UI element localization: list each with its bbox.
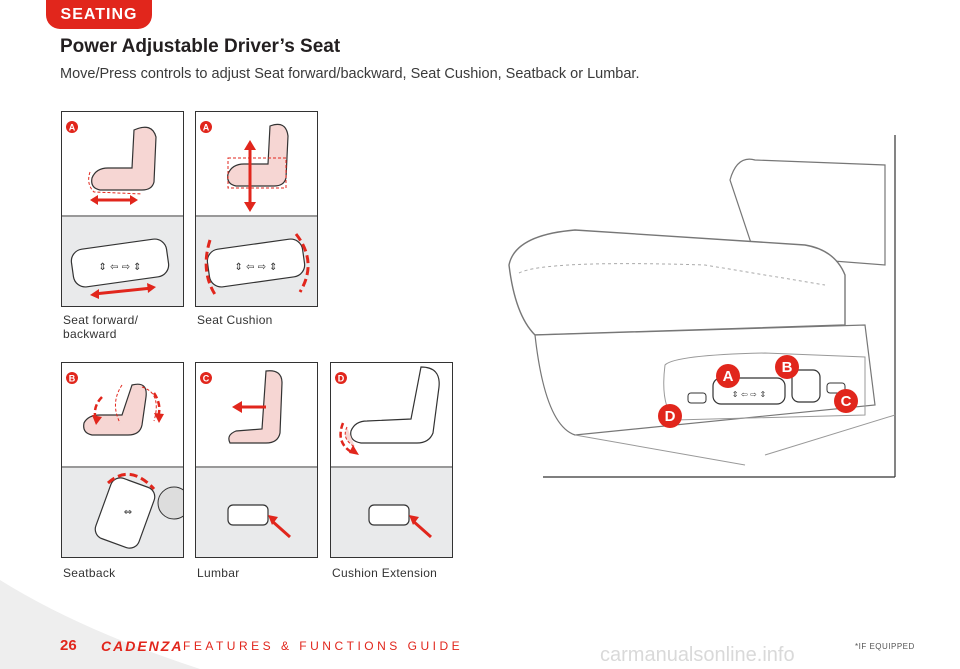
panel-cushion-extension: D (330, 362, 453, 558)
badge-label: D (338, 374, 345, 384)
lumbar-illustration: C (196, 370, 317, 557)
panel-lumbar: C (195, 362, 318, 558)
callout-a: A (716, 364, 740, 388)
footnote: *IF EQUIPPED (855, 642, 915, 651)
seat-shape (91, 126, 157, 191)
seatback-switch (791, 369, 821, 403)
seat-overview-illustration: ⇕ ⇦ ⇨ ⇕ (505, 135, 897, 480)
guide-title: FEATURES & FUNCTIONS GUIDE (183, 639, 464, 653)
seatback-illustration: B ⇔ (62, 372, 183, 557)
caption-cushion-extension: Cushion Extension (332, 566, 438, 580)
panel-seatback: B ⇔ (61, 362, 184, 558)
seat-forward-illustration: A ⇕ ⇦ ⇨ ⇕ (62, 121, 183, 306)
page-title: Power Adjustable Driver’s Seat (60, 36, 341, 57)
section-tab: SEATING (46, 0, 152, 29)
seat-cushion-illustration: A ⇕ ⇦ ⇨ ⇕ (196, 121, 317, 306)
seat-switch (70, 238, 170, 288)
callout-b: B (775, 355, 799, 379)
caption-seatback: Seatback (63, 566, 116, 580)
extension-switch (687, 392, 707, 404)
badge-circle (66, 121, 78, 133)
intro-text: Move/Press controls to adjust Seat forwa… (60, 66, 640, 82)
svg-text:⇕ ⇦ ⇨ ⇕: ⇕ ⇦ ⇨ ⇕ (98, 262, 141, 273)
callout-d: D (658, 404, 682, 428)
svg-text:⇔: ⇔ (124, 507, 132, 518)
badge-label: C (203, 374, 210, 384)
badge-label: A (69, 123, 76, 133)
cushion-extension-illustration: D (331, 366, 452, 557)
svg-text:⇕ ⇦ ⇨ ⇕: ⇕ ⇦ ⇨ ⇕ (732, 390, 766, 399)
svg-text:⇕ ⇦ ⇨ ⇕: ⇕ ⇦ ⇨ ⇕ (234, 262, 277, 273)
caption-seat-cushion: Seat Cushion (197, 313, 273, 327)
panel-seat-cushion: A ⇕ ⇦ ⇨ ⇕ (195, 111, 318, 307)
footer-swoosh (0, 580, 200, 669)
seat-overview-svg: ⇕ ⇦ ⇨ ⇕ (508, 135, 896, 478)
badge-label: A (203, 123, 210, 133)
brand-name: CADENZA (101, 638, 184, 654)
panel-seat-forward-backward: A ⇕ ⇦ ⇨ ⇕ (61, 111, 184, 307)
badge-label: B (69, 374, 76, 384)
callout-c: C (834, 389, 858, 413)
caption-lumbar: Lumbar (197, 566, 240, 580)
page-number: 26 (60, 637, 77, 654)
watermark: carmanualsonline.info (600, 644, 795, 666)
caption-seat-forward: Seat forward/ backward (63, 313, 139, 341)
